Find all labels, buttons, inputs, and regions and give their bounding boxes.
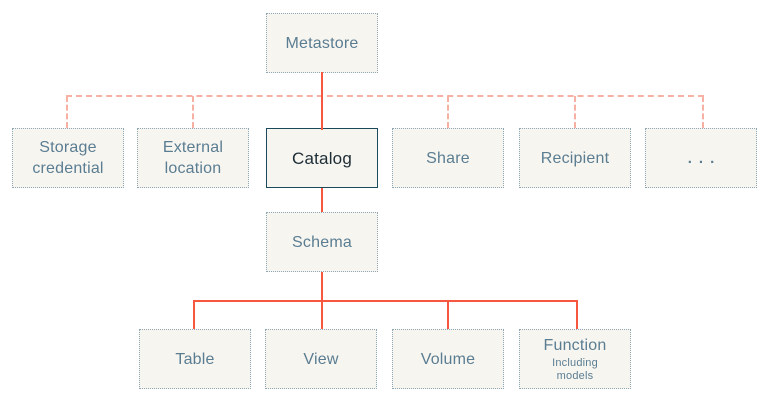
node-function: Function Including models (519, 329, 631, 389)
node-metastore-label: Metastore (285, 34, 359, 52)
connector-drop-ellipsis (702, 96, 704, 128)
node-storage-credential: Storage credential (12, 128, 124, 188)
node-function-sublabel: Including models (552, 357, 598, 382)
node-recipient: Recipient (519, 128, 631, 188)
node-schema: Schema (266, 212, 378, 272)
connector-drop-table (193, 301, 195, 329)
connector-catalog-schema (321, 188, 323, 212)
connector-drop-view (321, 301, 323, 329)
connector-drop-share (447, 96, 449, 128)
node-ellipsis-label: ... (687, 149, 722, 167)
node-metastore: Metastore (266, 13, 378, 73)
node-catalog: Catalog (266, 128, 378, 188)
connector-schema-children-rail (193, 300, 578, 302)
node-share-label: Share (426, 149, 470, 167)
connector-schema-rail (321, 272, 323, 301)
connector-metastore-children-rail (66, 95, 704, 97)
node-schema-label: Schema (292, 233, 352, 251)
node-storage-credential-label: Storage credential (32, 139, 104, 177)
connector-drop-storage-credential (66, 96, 68, 128)
connector-drop-recipient (574, 96, 576, 128)
connector-metastore-catalog (321, 72, 323, 130)
connector-drop-external-location (192, 96, 194, 128)
node-recipient-label: Recipient (540, 149, 610, 167)
node-view-label: View (303, 350, 339, 368)
node-table: Table (139, 329, 251, 389)
node-external-location-label: External location (162, 139, 224, 177)
node-share: Share (392, 128, 504, 188)
node-catalog-label: Catalog (292, 148, 352, 168)
node-table-label: Table (175, 350, 215, 368)
node-view: View (265, 329, 377, 389)
node-volume: Volume (392, 329, 504, 389)
connector-drop-volume (447, 301, 449, 329)
node-ellipsis: ... (645, 128, 757, 188)
connector-drop-function (576, 301, 578, 329)
node-volume-label: Volume (420, 350, 476, 368)
node-function-label: Function (543, 337, 607, 354)
node-external-location: External location (137, 128, 249, 188)
